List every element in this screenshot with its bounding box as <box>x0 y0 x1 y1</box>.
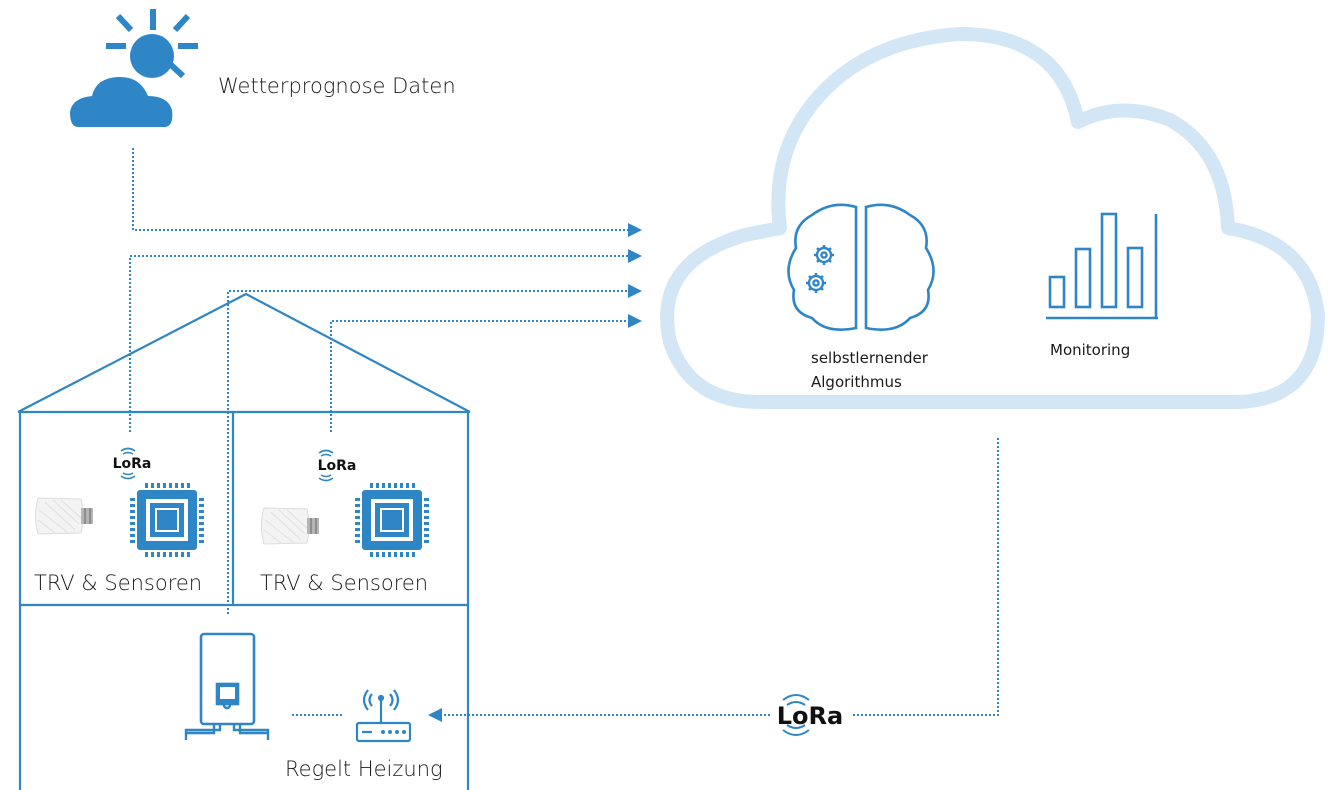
room-right-label: TRV & Sensoren <box>260 571 429 595</box>
room-left-label: TRV & Sensoren <box>34 571 203 595</box>
sun-cloud-icon <box>67 9 198 127</box>
lora-logo-downlink: LoRa <box>777 694 843 736</box>
trv-icon <box>261 507 320 545</box>
lora-logo-left: LoRa <box>113 447 152 480</box>
lora-text-downlink: LoRa <box>777 702 843 730</box>
lora-text-right: LoRa <box>318 458 357 474</box>
monitoring-label: Monitoring <box>1050 341 1131 359</box>
lora-logo-right: LoRa <box>318 449 357 482</box>
algorithm-label-line1: selbstlernender <box>811 349 928 367</box>
boiler-icon <box>184 632 270 740</box>
chip-icon <box>130 483 204 557</box>
router-icon <box>355 689 412 743</box>
brain-gears-icon <box>787 203 935 331</box>
lora-text-left: LoRa <box>113 456 152 472</box>
bar-chart-icon <box>1046 212 1158 320</box>
trv-icon <box>35 497 94 535</box>
chip-icon <box>355 483 429 557</box>
weather-forecast-label: Wetterprognose Daten <box>218 74 456 98</box>
data-links <box>129 148 999 716</box>
heating-control-label: Regelt Heizung <box>285 757 443 781</box>
algorithm-label-line2: Algorithmus <box>811 373 902 391</box>
algorithm-label: selbstlernender Algorithmus <box>811 346 928 394</box>
arrowheads <box>428 223 642 722</box>
house-outline <box>17 292 471 790</box>
cloud-outline <box>660 27 1325 409</box>
